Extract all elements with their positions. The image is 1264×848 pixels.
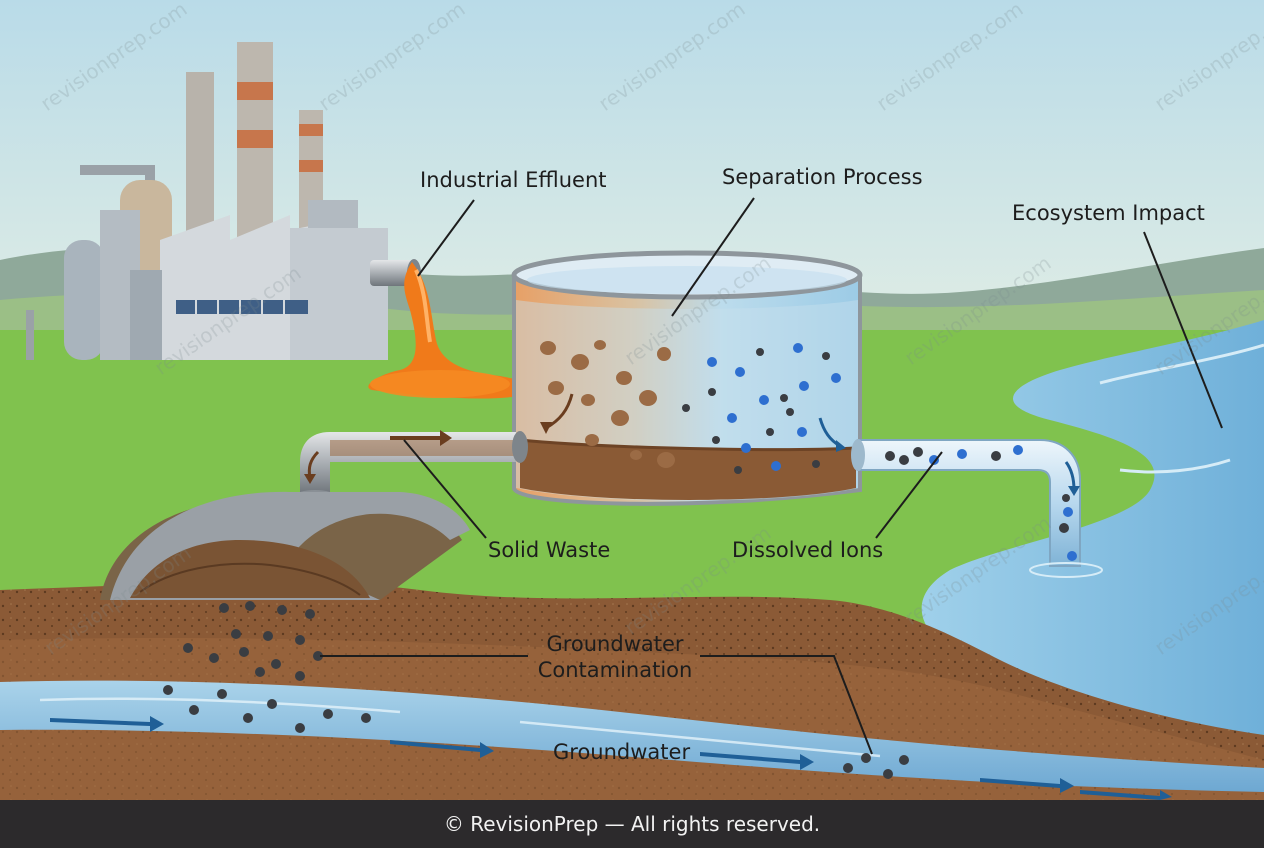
- copyright-footer: © RevisionPrep — All rights reserved.: [0, 800, 1264, 848]
- label-dissolved-ions: Dissolved Ions: [732, 538, 884, 562]
- label-groundwater-contamination-line1: Groundwater: [546, 632, 684, 656]
- label-groundwater-contamination: Groundwater Contamination: [520, 631, 710, 683]
- label-separation-process: Separation Process: [722, 165, 923, 189]
- label-ecosystem-impact: Ecosystem Impact: [1012, 201, 1205, 225]
- label-industrial-effluent: Industrial Effluent: [420, 168, 607, 192]
- label-groundwater: Groundwater: [553, 740, 691, 764]
- label-solid-waste: Solid Waste: [488, 538, 611, 562]
- label-groundwater-contamination-line2: Contamination: [537, 658, 693, 682]
